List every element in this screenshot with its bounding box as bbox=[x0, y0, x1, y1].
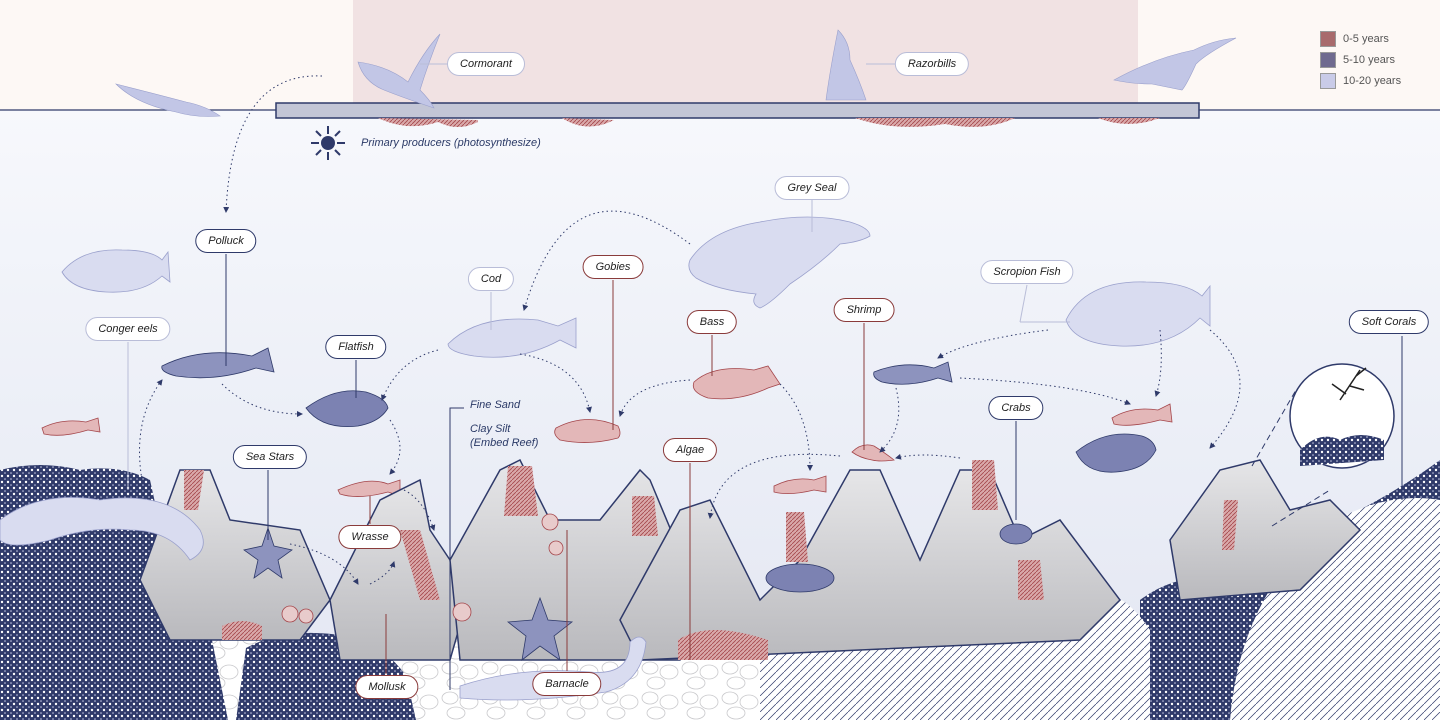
bird-icon bbox=[115, 29, 1237, 117]
reef-units bbox=[139, 458, 1362, 661]
coral-zoom-inset bbox=[1251, 363, 1395, 527]
label-sea-stars: Sea Stars bbox=[232, 445, 308, 469]
label-algae: Algae bbox=[662, 438, 718, 462]
label-clay-silt: Clay Silt (Embed Reef) bbox=[470, 423, 539, 449]
label-flatfish: Flatfish bbox=[325, 335, 387, 359]
label-cod: Cod bbox=[467, 267, 515, 291]
seal-icon bbox=[688, 216, 871, 309]
fish-icon bbox=[447, 317, 577, 358]
age-legend: 0-5 years 5-10 years 10-20 years bbox=[1320, 28, 1401, 91]
fish-icon bbox=[305, 390, 1157, 473]
food-web-arrows bbox=[139, 75, 1241, 585]
label-crabs: Crabs bbox=[988, 396, 1044, 420]
legend-label: 10-20 years bbox=[1343, 74, 1402, 87]
label-scorpion-fish: Scropion Fish bbox=[980, 260, 1074, 284]
label-barnacle: Barnacle bbox=[532, 672, 602, 696]
label-razorbills: Razorbills bbox=[894, 52, 970, 76]
legend-swatch-10-20 bbox=[1320, 72, 1336, 89]
shrimp-icon bbox=[851, 444, 895, 462]
fish-icon bbox=[41, 365, 1173, 616]
legend-item: 5-10 years bbox=[1320, 49, 1401, 70]
label-wrasse: Wrasse bbox=[338, 525, 402, 549]
label-grey-seal: Grey Seal bbox=[774, 176, 850, 200]
label-cormorant: Cormorant bbox=[447, 52, 525, 76]
fish-icon bbox=[161, 347, 953, 385]
starfish-icon bbox=[243, 526, 574, 661]
coral-icon bbox=[1230, 498, 1440, 720]
label-polluck: Polluck bbox=[195, 229, 257, 253]
platform-algae bbox=[378, 118, 478, 127]
eel-icon bbox=[0, 497, 204, 561]
sun-icon bbox=[311, 126, 345, 160]
label-shrimp: Shrimp bbox=[833, 298, 895, 322]
platform-algae bbox=[1098, 118, 1160, 124]
legend-label: 5-10 years bbox=[1343, 53, 1395, 66]
legend-item: 10-20 years bbox=[1320, 70, 1401, 91]
label-primary-producers: Primary producers (photosynthesize) bbox=[361, 137, 541, 149]
platform-algae bbox=[855, 118, 1015, 127]
legend-swatch-5-10 bbox=[1320, 51, 1336, 68]
crab-icon bbox=[765, 523, 1033, 593]
legend-label: 0-5 years bbox=[1343, 32, 1389, 45]
fish-icon bbox=[61, 249, 1211, 347]
mollusk-icon bbox=[281, 513, 564, 624]
platform-algae bbox=[562, 118, 614, 127]
floating-platform bbox=[275, 102, 1200, 119]
label-bass: Bass bbox=[686, 310, 738, 334]
legend-swatch-0-5 bbox=[1320, 30, 1336, 47]
label-fine-sand: Fine Sand bbox=[470, 399, 521, 411]
label-mollusk: Mollusk bbox=[355, 675, 419, 699]
label-gobies: Gobies bbox=[582, 255, 644, 279]
label-conger-eels: Conger eels bbox=[85, 317, 171, 341]
label-soft-corals: Soft Corals bbox=[1348, 310, 1430, 334]
reef-algae bbox=[184, 460, 1238, 660]
legend-item: 0-5 years bbox=[1320, 28, 1401, 49]
